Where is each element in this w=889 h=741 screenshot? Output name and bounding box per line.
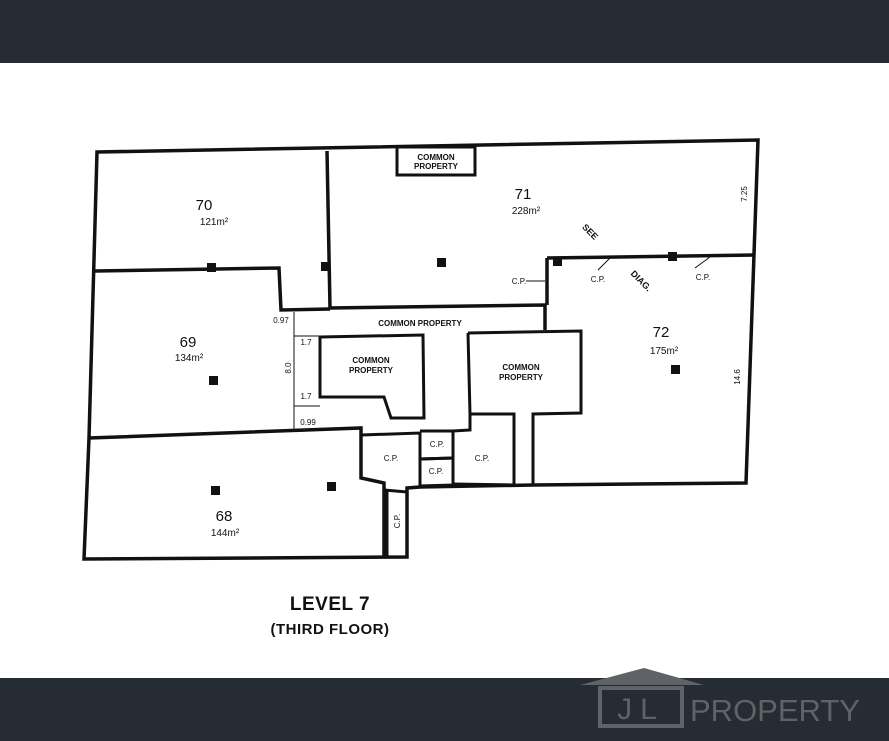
unit-72-number: 72	[653, 324, 670, 341]
cp-top-line1: COMMON	[417, 153, 455, 162]
cp-center-line1: COMMON	[352, 356, 390, 365]
cp-right-line1: COMMON	[502, 363, 540, 372]
dim-8-0: 8.0	[284, 362, 293, 374]
cp-label: C.P.	[429, 467, 444, 476]
cp-right-line2: PROPERTY	[499, 373, 544, 382]
cp-arrow-2	[597, 257, 611, 271]
cp-label: C.P.	[591, 275, 606, 284]
unit-71-number: 71	[515, 186, 532, 203]
see-label: SEE	[580, 222, 600, 242]
marker	[668, 252, 677, 261]
bottom-banner	[0, 678, 889, 741]
cp-cell-d2	[452, 482, 515, 487]
cp-center-box	[318, 333, 426, 420]
cp-room-left-edge	[466, 332, 516, 485]
marker	[207, 263, 216, 272]
logo-letters: JL	[617, 693, 665, 726]
cp-cell-d	[452, 414, 472, 433]
plan-level-caption: LEVEL 7	[289, 594, 371, 615]
marker	[437, 258, 446, 267]
wall-72-top	[546, 253, 756, 260]
cp-arrow-3	[694, 256, 711, 269]
unit-70-number: 70	[196, 197, 213, 214]
marker	[321, 262, 328, 271]
cp-label: C.P.	[696, 273, 711, 282]
cp-top-line2: PROPERTY	[414, 162, 459, 171]
wall-69-68	[88, 426, 386, 557]
unit-72-area: 175m²	[650, 346, 679, 357]
plan-floor-caption: (THIRD FLOOR)	[270, 621, 390, 638]
marker	[211, 486, 220, 495]
top-banner	[0, 0, 889, 63]
cp-cell-a	[360, 431, 422, 494]
unit-70-area: 121m²	[200, 217, 229, 228]
cp-corridor-label: COMMON PROPERTY	[378, 319, 462, 328]
diag-label: DIAG.	[629, 268, 654, 293]
marker	[209, 376, 218, 385]
logo-word: PROPERTY	[690, 693, 860, 728]
jl-property-logo: JL PROPERTY	[580, 668, 860, 728]
unit-68-number: 68	[216, 508, 233, 525]
marker	[671, 365, 680, 374]
dim-1-7-bottom: 1.7	[300, 392, 312, 401]
cp-cell-c	[419, 456, 455, 488]
dim-0-99: 0.99	[300, 418, 316, 427]
corridor-lower-wall	[293, 427, 362, 432]
dim-0-97: 0.97	[273, 316, 289, 325]
wall-70-69	[94, 266, 331, 312]
cp-label: C.P.	[430, 440, 445, 449]
cp-label: C.P.	[475, 454, 490, 463]
logo-roof-icon	[580, 668, 704, 685]
cp-center-line2: PROPERTY	[349, 366, 394, 375]
wall-70-71	[325, 150, 332, 309]
dim-14-6: 14.6	[733, 369, 742, 385]
dim-1-7-top: 1.7	[300, 338, 312, 347]
cp-strip	[385, 490, 407, 559]
unit-69-area: 134m²	[175, 353, 204, 364]
cp-top-box	[395, 145, 477, 177]
cp-label: C.P.	[512, 277, 527, 286]
marker	[327, 482, 336, 491]
unit-68-area: 144m²	[211, 528, 240, 539]
cp-label: C.P.	[384, 454, 399, 463]
cp-label-vertical: C.P.	[393, 514, 402, 529]
dim-7-25: 7.25	[740, 186, 749, 202]
unit-71-area: 228m²	[512, 206, 541, 217]
marker	[553, 257, 562, 266]
wall-71-72	[329, 303, 547, 330]
unit-69-number: 69	[180, 334, 197, 351]
cp-room-right	[467, 329, 583, 485]
logo-letter-box	[598, 686, 684, 728]
